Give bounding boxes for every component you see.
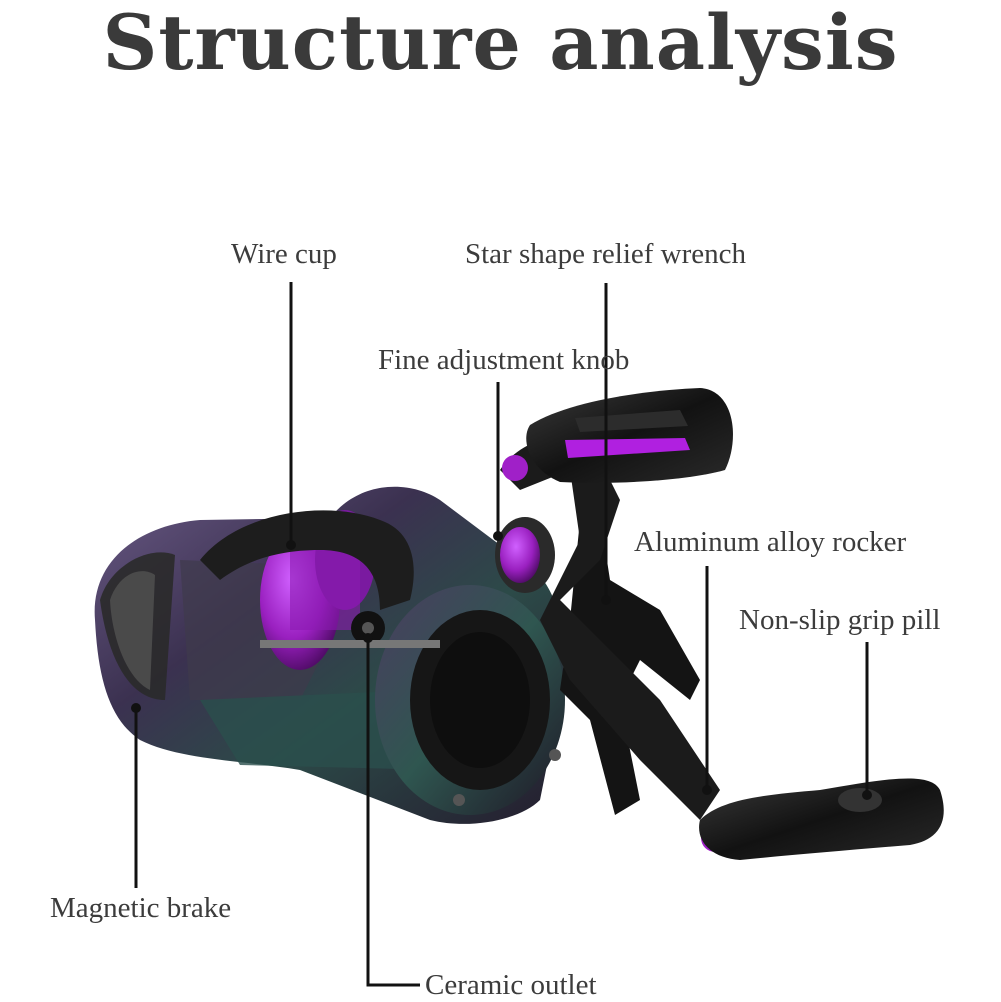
label-ceramic-outlet: Ceramic outlet (425, 969, 597, 1001)
callout-dots (131, 531, 872, 800)
label-aluminum-rocker: Aluminum alloy rocker (634, 526, 907, 558)
star-drag (560, 515, 700, 815)
label-grip-pill: Non-slip grip pill (739, 604, 941, 636)
upper-grip-knob (526, 388, 733, 483)
label-fine-knob: Fine adjustment knob (378, 344, 630, 376)
callout-lines (134, 282, 869, 987)
label-wire-cup: Wire cup (231, 238, 337, 270)
lower-grip-knob (699, 778, 944, 860)
ceramic-outlet-line (366, 640, 420, 987)
level-wind (200, 510, 440, 648)
fine-adjustment-knob (495, 517, 555, 593)
side-plate (375, 585, 565, 815)
page-title: Structure analysis (102, 0, 899, 87)
label-magnetic-brake: Magnetic brake (50, 892, 232, 924)
label-star-wrench: Star shape relief wrench (465, 238, 747, 270)
